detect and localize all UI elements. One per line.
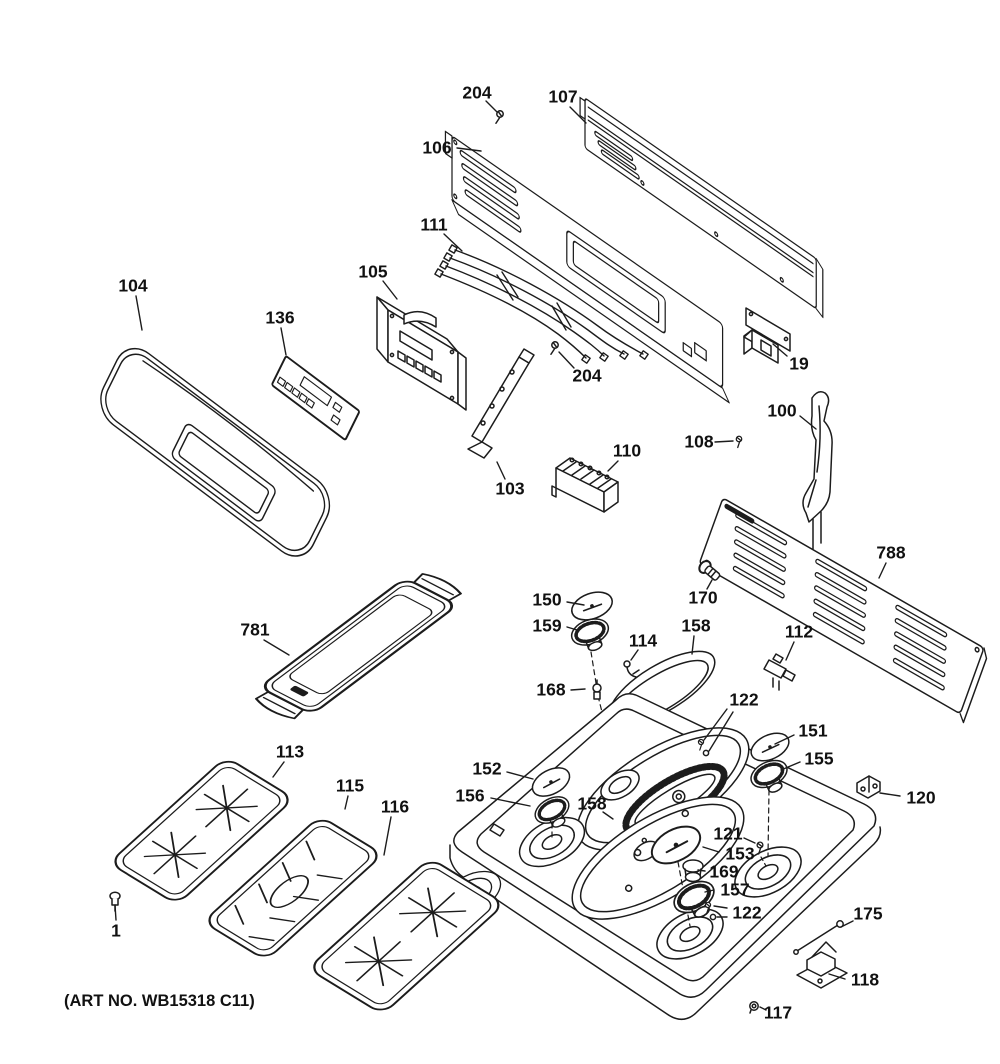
callout-158-burner: 158 (577, 793, 607, 814)
callout-100: 100 (767, 400, 797, 421)
part-113-grate (114, 760, 289, 901)
callout-104: 104 (118, 275, 148, 296)
callout-107: 107 (548, 86, 578, 107)
callout-19: 19 (789, 353, 809, 374)
part-19-box (743, 307, 791, 364)
part-204-screw-top (493, 109, 505, 126)
callout-111: 111 (420, 214, 448, 235)
callout-204-top: 204 (462, 82, 492, 103)
callout-118: 118 (850, 969, 880, 990)
callout-108: 108 (684, 431, 714, 452)
part-116-grate (313, 861, 500, 1011)
part-136-overlay (271, 355, 360, 441)
part-159-burner-head (566, 612, 617, 658)
callout-204-mid: 204 (572, 365, 602, 386)
part-153-169-157-burner-stack (644, 818, 723, 926)
art-number: (ART NO. WB15318 C11) (64, 992, 255, 1010)
callout-105: 105 (358, 261, 388, 282)
callout-112: 112 (784, 621, 814, 642)
callout-103: 103 (495, 478, 525, 499)
callout-110: 110 (612, 440, 642, 461)
part-117-nut (749, 1001, 759, 1014)
callout-157: 157 (720, 879, 750, 900)
callout-788: 788 (876, 542, 906, 563)
callout-170: 170 (688, 587, 718, 608)
callout-168: 168 (536, 679, 566, 700)
part-788-vent-panel (699, 498, 988, 724)
part-122-screws-rear (697, 738, 710, 757)
callout-115: 115 (335, 775, 365, 796)
part-115-grate (208, 819, 378, 957)
callout-122-front: 122 (732, 902, 762, 923)
callout-114: 114 (628, 630, 658, 651)
callout-136: 136 (265, 307, 295, 328)
callout-175: 175 (853, 903, 883, 924)
part-106-manifold-panel (444, 130, 730, 404)
callout-151: 151 (798, 720, 828, 741)
callout-1: 1 (111, 920, 121, 941)
callout-116: 116 (380, 796, 410, 817)
part-108-screw (735, 435, 743, 449)
part-104-backsplash (100, 347, 331, 557)
part-151-155-burner-stack (744, 726, 796, 857)
callout-155: 155 (804, 748, 834, 769)
callout-113: 113 (275, 741, 305, 762)
callout-169: 169 (709, 861, 739, 882)
leader-lines (114, 100, 901, 1011)
part-168-orifice (592, 679, 602, 700)
callout-106: 106 (422, 137, 452, 158)
callout-153: 153 (725, 843, 755, 864)
callout-158-ring: 158 (681, 615, 711, 636)
callout-152: 152 (472, 758, 502, 779)
callout-156: 156 (455, 785, 485, 806)
callout-781: 781 (240, 619, 270, 640)
part-175-rod (793, 920, 844, 955)
part-781-griddle (254, 573, 462, 720)
part-111-wire-harness (434, 244, 649, 364)
part-204-screw-mid (548, 340, 560, 357)
part-122-screws-front (704, 901, 717, 921)
callout-159: 159 (532, 615, 562, 636)
callout-121: 121 (713, 823, 743, 844)
part-103-bracket (467, 348, 535, 459)
callout-117: 117 (763, 1002, 793, 1023)
part-105-control-board (376, 296, 467, 411)
part-1-screw (109, 891, 121, 912)
part-152-156-burner-stack (526, 761, 579, 838)
part-112-igniter (763, 653, 796, 691)
callout-150: 150 (532, 589, 562, 610)
part-107-rear-panel (579, 96, 824, 319)
part-120-bracket (856, 775, 881, 799)
callout-120: 120 (906, 787, 936, 808)
part-118-foot-bracket (796, 941, 848, 989)
part-169-orifice-holder (682, 859, 704, 883)
part-170-screw (698, 560, 721, 581)
part-110-spark-module (551, 457, 619, 513)
callout-122-rear: 122 (729, 689, 759, 710)
part-100-side-trim (802, 391, 833, 550)
